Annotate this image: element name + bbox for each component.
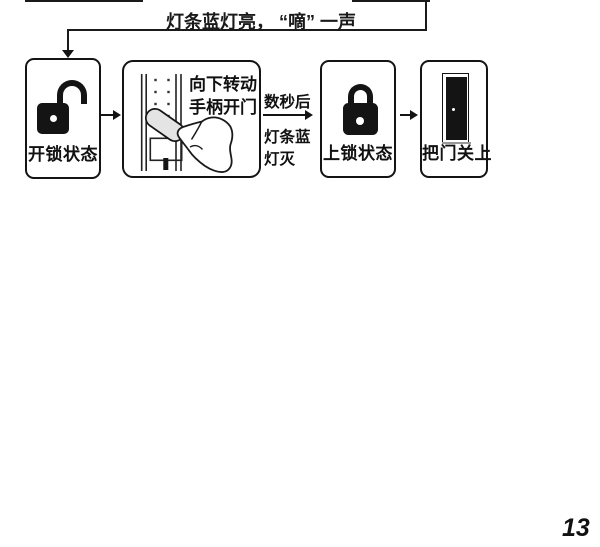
connector-line-right (425, 2, 428, 30)
transition-text-1: 数秒后 (264, 94, 311, 111)
page-number: 13 (562, 514, 590, 542)
connector-line-across (67, 29, 427, 32)
arrow-right-icon (400, 109, 418, 121)
arrow-right-icon (263, 109, 313, 121)
step-box-door: 把门关上 (420, 60, 492, 178)
hand-icon (176, 116, 234, 173)
step-label-unlocked: 开锁状态 (28, 145, 98, 164)
connector-line-down (67, 29, 70, 51)
arrow-down-icon (62, 50, 75, 58)
transition-text-3: 灯灭 (264, 151, 296, 168)
transition-text-2: 灯条蓝 (264, 129, 311, 146)
instruction-text: 向下转动 手柄开门 (184, 74, 262, 119)
cutoff-box-right-edge (352, 0, 430, 3)
step-label-door: 把门关上 (422, 144, 492, 163)
cutoff-box-left-edge (25, 0, 143, 3)
step-box-handle: 向下转动 手柄开门 (122, 60, 261, 178)
handle-press-illustration (140, 74, 234, 173)
instruction-line-2: 手柄开门 (189, 97, 257, 117)
step-box-locked: 上锁状态 (320, 60, 396, 178)
arrow-right-icon (101, 109, 121, 121)
instruction-line-1: 向下转动 (189, 75, 257, 94)
flow-caption: 灯条蓝灯亮， “嘀” 一声 (166, 12, 357, 32)
step-box-unlocked: 开锁状态 (25, 58, 101, 179)
step-label-locked: 上锁状态 (323, 144, 393, 163)
